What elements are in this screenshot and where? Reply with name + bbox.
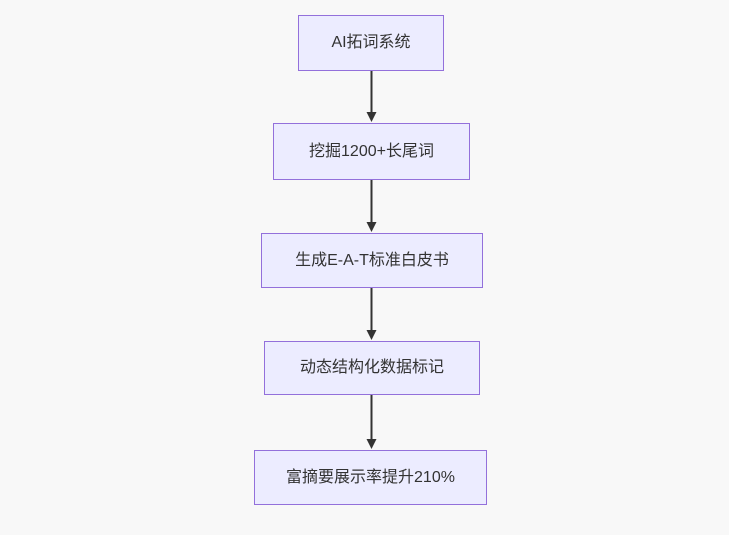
- edge-arrow-3: [366, 288, 377, 340]
- flow-node-label: 富摘要展示率提升210%: [286, 468, 455, 486]
- flow-node-rich-snippet-uplift: 富摘要展示率提升210%: [254, 450, 487, 505]
- flow-node-label: 生成E-A-T标准白皮书: [295, 251, 449, 269]
- flow-node-label: 挖掘1200+长尾词: [309, 142, 434, 160]
- edge-arrow-1: [366, 71, 377, 122]
- flow-node-ai-keyword-system: AI拓词系统: [298, 15, 444, 71]
- flow-node-label: 动态结构化数据标记: [299, 359, 444, 376]
- flow-node-mine-longtail-keywords: 挖掘1200+长尾词: [273, 123, 470, 180]
- flow-node-label: AI拓词系统: [331, 34, 411, 51]
- edge-arrow-2: [366, 180, 377, 232]
- flow-node-generate-eat-whitepaper: 生成E-A-T标准白皮书: [261, 233, 483, 288]
- edge-arrow-4: [366, 395, 377, 449]
- flow-node-dynamic-structured-data: 动态结构化数据标记: [264, 341, 480, 395]
